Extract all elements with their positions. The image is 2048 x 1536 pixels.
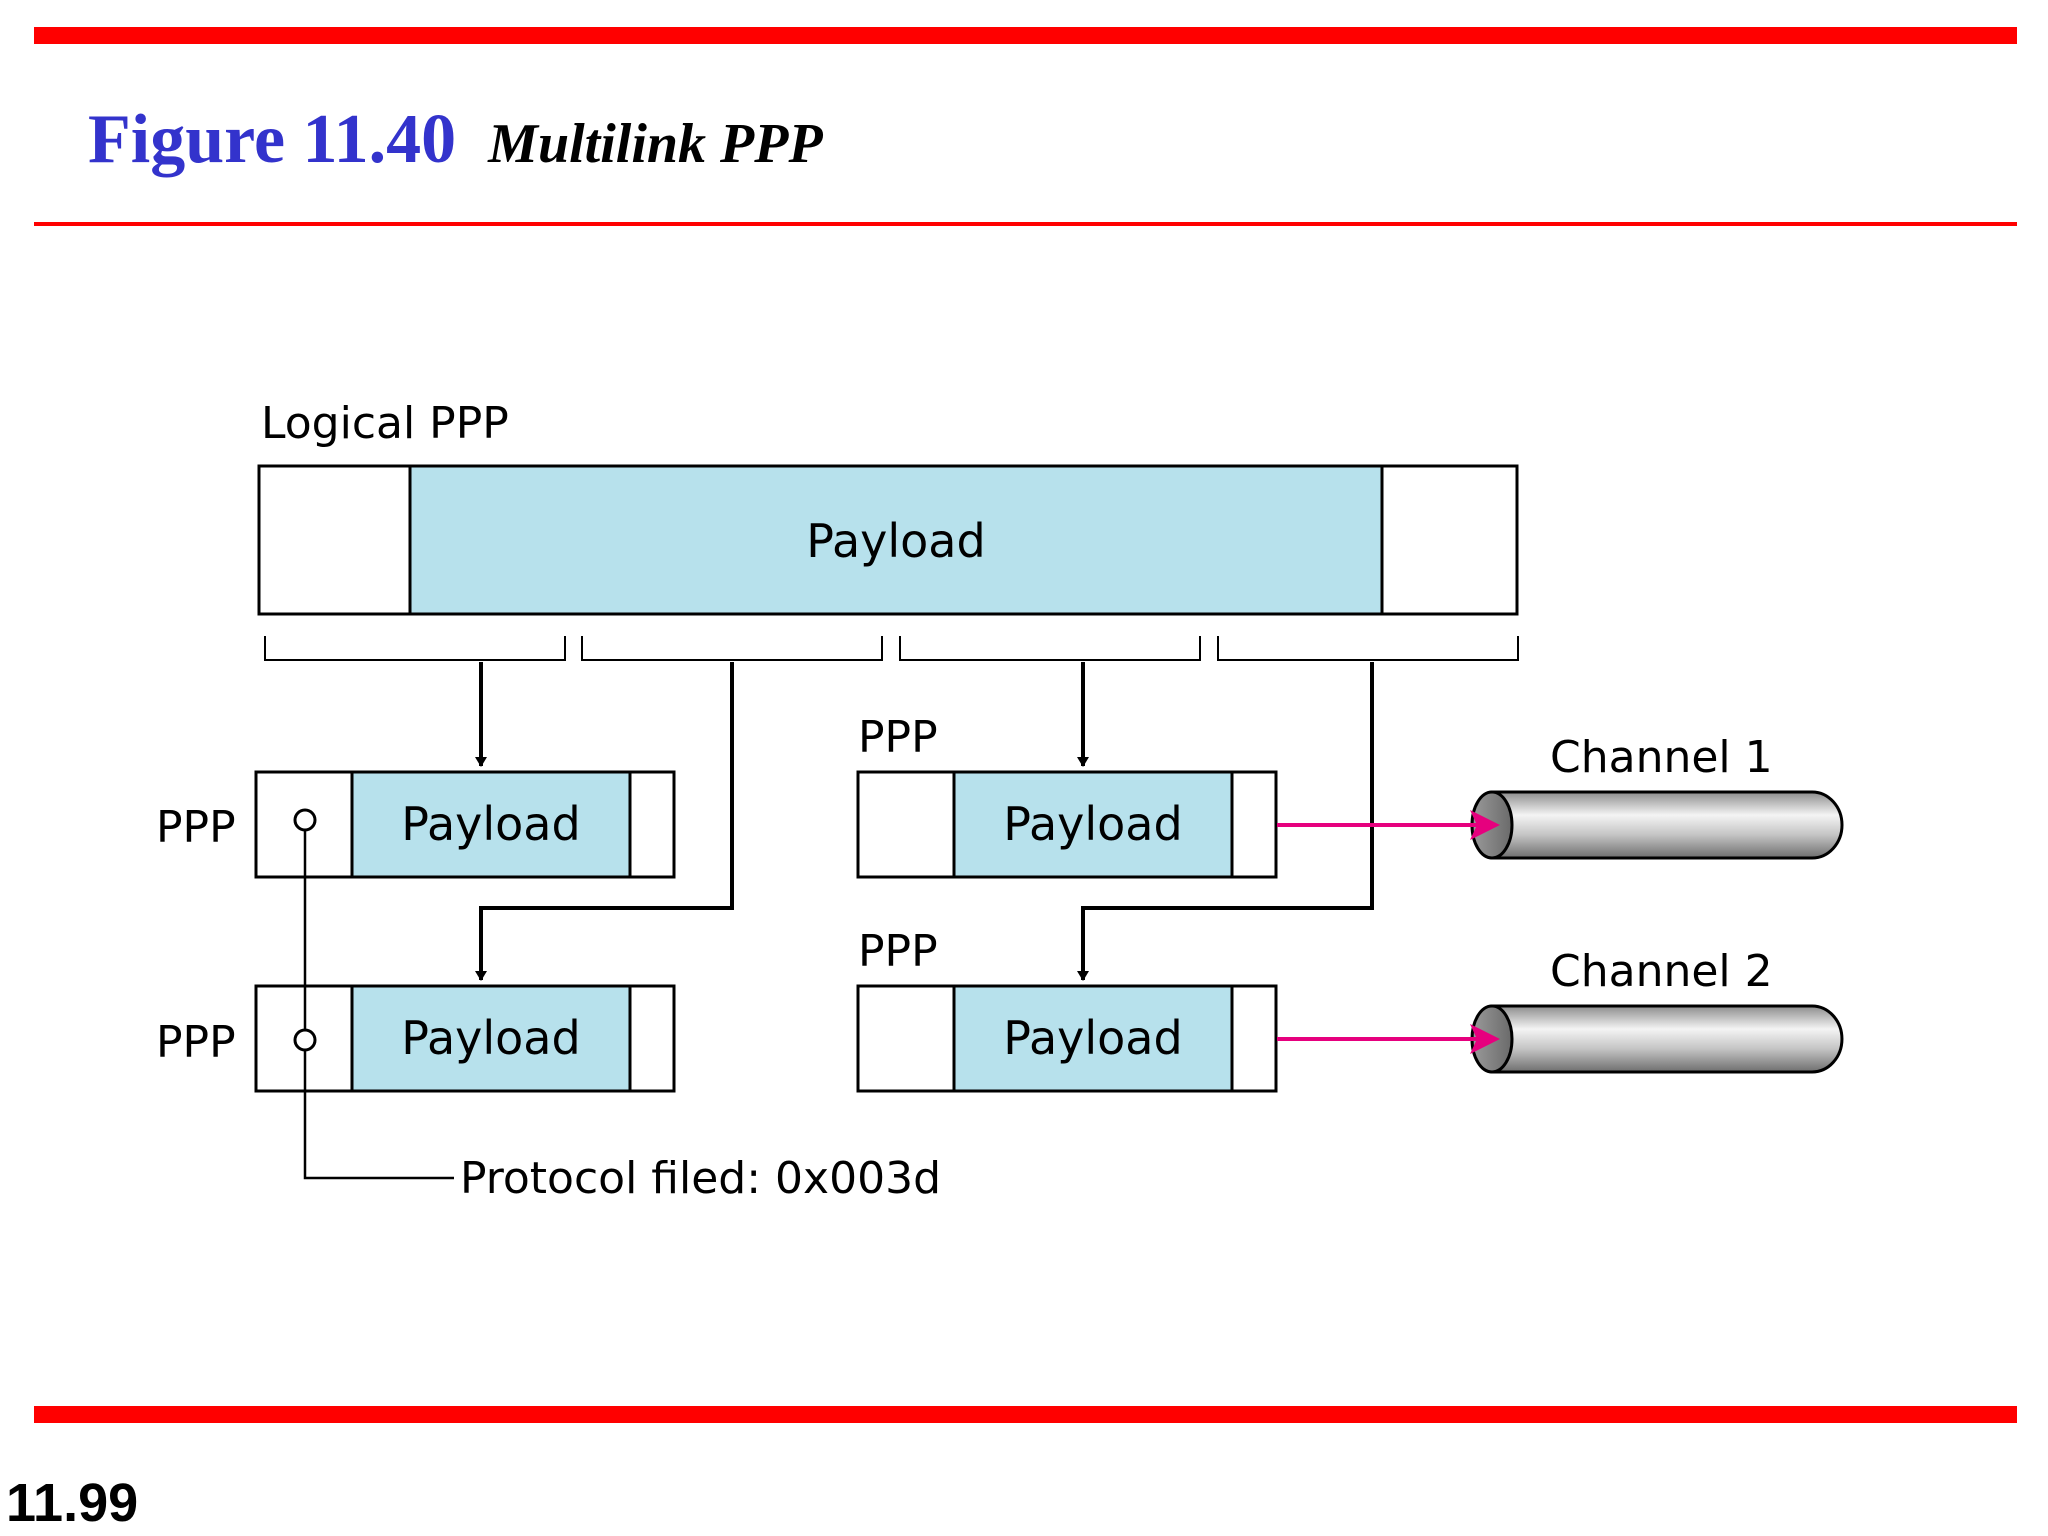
bottom-rule [34,1406,2017,1423]
channel-1-cylinder [1490,790,1844,860]
frame-3-payload-label: Payload [1003,797,1182,851]
ppp-frame-3: PPP Payload [856,712,1278,879]
frame-3-ppp-label: PPP [858,712,938,763]
channel-2: Channel 2 [1277,946,1844,1074]
protocol-field-marker-2 [293,1028,317,1052]
logical-payload-field [408,464,1384,616]
logical-payload-label: Payload [806,514,985,568]
fragment-brackets [264,636,1519,661]
protocol-leader-line [303,828,454,1180]
frame-4-ppp-label: PPP [858,926,938,977]
page-number: 11.99 [6,1473,139,1533]
channel-2-cylinder [1490,1004,1844,1074]
frame-4-payload-field [952,984,1234,1093]
frame-2-ppp-label: PPP [156,1017,236,1068]
figure-title: Figure 11.40 Multilink PPP [88,100,823,180]
protocol-field-callout: Protocol filed: 0x003d [293,808,941,1204]
frame-4-payload-label: Payload [1003,1011,1182,1065]
frame-2-payload-label: Payload [401,1011,580,1065]
channel-1-label: Channel 1 [1550,732,1773,783]
logical-ppp-label: Logical PPP [261,398,509,449]
arrow-to-frame-4 [1077,662,1374,981]
bracket-4 [1217,636,1519,661]
top-rule [34,27,2017,44]
bracket-2 [581,636,883,661]
logical-ppp-frame: Payload [257,464,1519,616]
ppp-frame-1: PPP Payload [156,770,676,879]
arrow-to-frame-2 [475,662,734,981]
bracket-3 [899,636,1201,661]
bracket-1 [264,636,566,661]
channel-1-arrowhead-icon [1470,810,1500,840]
ppp-frame-4: PPP Payload [856,926,1278,1093]
channel-2-label: Channel 2 [1550,946,1773,997]
figure-name: Multilink PPP [488,113,823,175]
frame-1-ppp-label: PPP [156,802,236,853]
title-underline [34,222,2017,226]
frame-2-payload-field [350,984,632,1093]
frame-1-payload-field [350,770,632,879]
figure-number: Figure 11.40 [88,101,457,178]
frame-3-payload-field [952,770,1234,879]
channel-2-arrowhead-icon [1470,1024,1500,1054]
channel-1: Channel 1 [1277,732,1844,860]
ppp-frame-2: PPP Payload [156,984,676,1093]
protocol-field-label: Protocol filed: 0x003d [460,1153,941,1204]
frame-1-payload-label: Payload [401,797,580,851]
protocol-field-marker-1 [293,808,317,832]
